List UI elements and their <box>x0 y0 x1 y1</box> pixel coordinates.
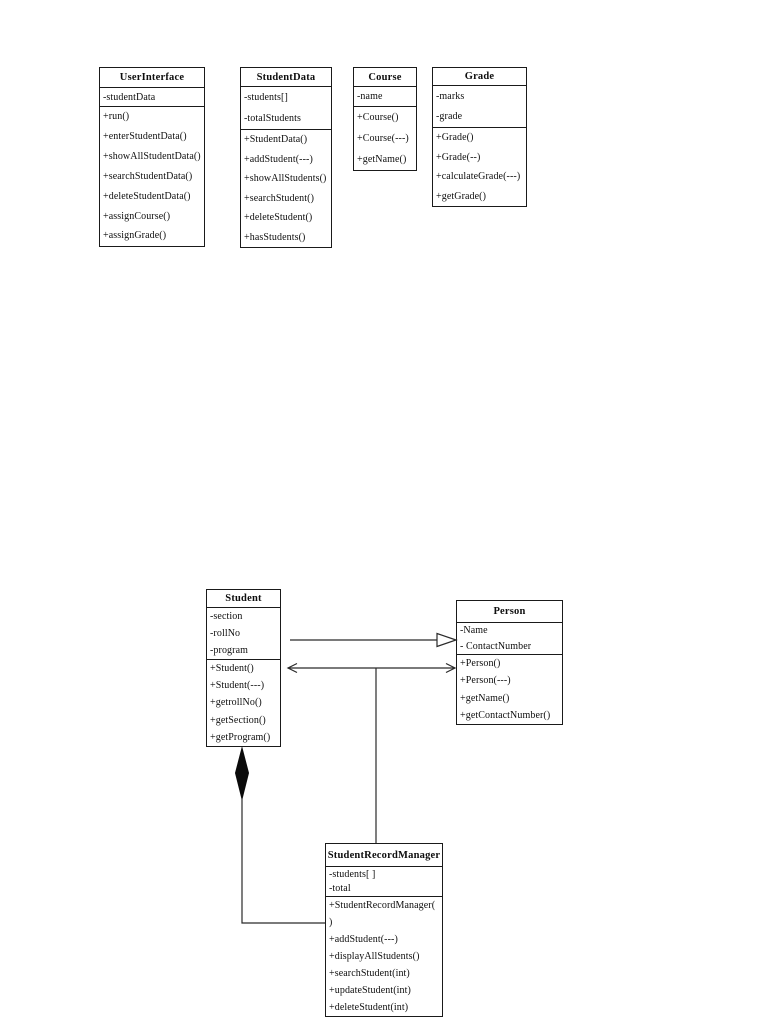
class-title: Student <box>225 593 262 604</box>
attribute: -studentData <box>103 91 156 103</box>
class-title: UserInterface <box>119 72 185 83</box>
attribute: -students[] <box>244 92 288 103</box>
method: +hasStudents() <box>244 231 306 243</box>
method: +getContactNumber() <box>460 709 551 721</box>
method: +Grade(--) <box>436 151 481 163</box>
method: +deleteStudent() <box>244 212 313 224</box>
attribute: -totalStudents <box>244 113 301 124</box>
methods-compartment: +run() +enterStudentData() +showAllStude… <box>100 106 204 246</box>
method: +Course(---) <box>357 133 409 144</box>
class-title: Course <box>368 71 402 83</box>
attribute: -students[ ] <box>329 868 376 880</box>
class-box-userinterface: UserInterface -studentData +run() +enter… <box>99 67 205 247</box>
methods-compartment: +Grade() +Grade(--) +calculateGrade(---)… <box>433 127 526 206</box>
method: +addStudent(---) <box>244 153 313 165</box>
attributes-compartment: -marks -grade <box>433 85 526 127</box>
class-title: Person <box>493 606 526 617</box>
attribute: -name <box>357 91 383 102</box>
method: +getGrade() <box>436 190 487 202</box>
class-title: Grade <box>464 71 495 82</box>
composition-diamond-icon <box>234 746 250 800</box>
method: +Student(---) <box>210 680 265 692</box>
class-box-course: Course -name +Course() +Course(---) +get… <box>353 67 417 171</box>
attributes-compartment: -name <box>354 86 416 106</box>
method: +StudentRecordManager( <box>329 900 436 911</box>
method: +searchStudent() <box>244 192 314 204</box>
attribute: -marks <box>436 90 465 102</box>
method: +StudentData() <box>244 134 308 146</box>
composition-line <box>241 799 325 924</box>
attribute: - ContactNumber <box>460 640 532 652</box>
methods-compartment: +Person() +Person(---) +getName() +getCo… <box>457 654 562 724</box>
method: +searchStudent(int) <box>329 968 410 979</box>
method: +Student() <box>210 663 254 675</box>
attributes-compartment: -studentData <box>100 87 204 106</box>
method: +getProgram() <box>210 731 271 743</box>
method: +run() <box>103 111 130 123</box>
method: +enterStudentData() <box>103 131 187 143</box>
attribute: -grade <box>436 111 463 123</box>
class-box-studentrecordmanager: StudentRecordManager -students[ ] -total… <box>325 843 443 1017</box>
attributes-compartment: -students[] -totalStudents <box>241 86 331 129</box>
attributes-compartment: -students[ ] -total <box>326 866 442 896</box>
attributes-compartment: -Name - ContactNumber <box>457 622 562 654</box>
attribute: -program <box>210 645 249 656</box>
arrowhead-left-icon <box>286 662 298 674</box>
method: +searchStudentData() <box>103 170 193 182</box>
methods-compartment: +Student() +Student(---) +getrollNo() +g… <box>207 659 280 746</box>
generalization-triangle-icon <box>436 632 458 648</box>
method: +getName() <box>460 692 510 704</box>
attributes-compartment: -section -rollNo -program <box>207 607 280 659</box>
method: +Person(---) <box>460 675 511 687</box>
method: +deleteStudentData() <box>103 190 191 202</box>
method-continuation: ) <box>329 917 333 928</box>
attribute: -section <box>210 611 243 622</box>
method: +assignCourse() <box>103 210 171 222</box>
method: +getName() <box>357 154 407 165</box>
class-box-studentdata: StudentData -students[] -totalStudents +… <box>240 67 332 248</box>
methods-compartment: +StudentData() +addStudent(---) +showAll… <box>241 129 331 247</box>
attribute: -rollNo <box>210 628 241 639</box>
method: +calculateGrade(---) <box>436 171 521 183</box>
method: +deleteStudent(int) <box>329 1002 409 1013</box>
class-box-grade: Grade -marks -grade +Grade() +Grade(--) … <box>432 67 527 207</box>
class-box-person: Person -Name - ContactNumber +Person() +… <box>456 600 563 725</box>
methods-compartment: +StudentRecordManager( ) +addStudent(---… <box>326 896 442 1016</box>
methods-compartment: +Course() +Course(---) +getName() <box>354 106 416 170</box>
attribute: -total <box>329 883 351 895</box>
method: +updateStudent(int) <box>329 985 411 996</box>
method: +Grade() <box>436 132 474 144</box>
class-title: StudentRecordManager <box>327 849 441 861</box>
attribute: -Name <box>460 625 488 637</box>
method: +getSection() <box>210 714 266 726</box>
method: +showAllStudentData() <box>103 151 201 163</box>
method: +Person() <box>460 658 501 670</box>
method: +displayAllStudents() <box>329 951 420 962</box>
method: +addStudent(---) <box>329 934 398 945</box>
arrowhead-right-icon <box>445 662 457 674</box>
method: +getrollNo() <box>210 697 262 709</box>
class-box-student: Student -section -rollNo -program +Stude… <box>206 589 281 747</box>
method: +showAllStudents() <box>244 173 327 185</box>
class-title: StudentData <box>256 71 316 83</box>
method: +assignGrade() <box>103 230 167 242</box>
method: +Course() <box>357 112 399 123</box>
